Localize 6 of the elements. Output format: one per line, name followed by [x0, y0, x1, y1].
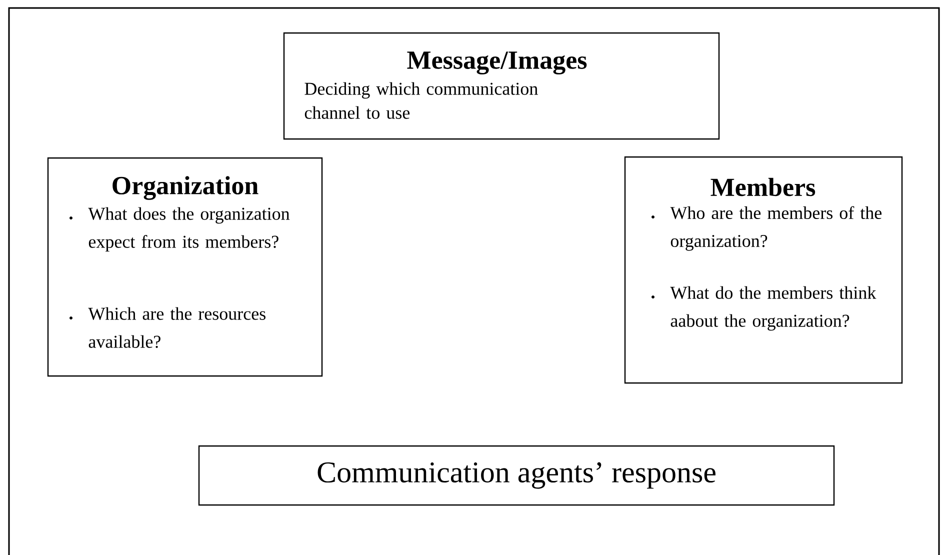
bullet-item: What does the organization expect from its members?	[70, 207, 290, 252]
bullet-item: Who are the members of the organization?	[652, 206, 882, 251]
bullet-item: Which are the resources available?	[70, 307, 266, 348]
text-box: Communication agents’ response	[198, 445, 835, 506]
bullet-item: What do the members think aabout the organization?	[652, 286, 876, 331]
text-box: Message/Images Deciding which communication channel to use	[283, 32, 720, 140]
